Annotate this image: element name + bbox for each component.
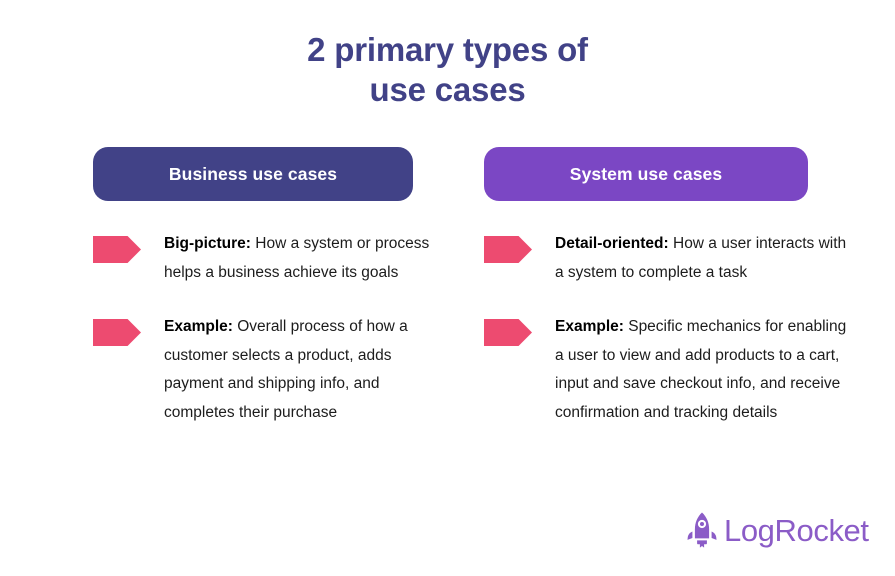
list-item-text: Example: Specific mechanics for enabling… <box>555 313 849 427</box>
header-pill-business-use-cases: Business use cases <box>93 147 413 201</box>
list-item: Example: Overall process of how a custom… <box>93 313 433 427</box>
list-item-body: Specific mechanics for enabling a user t… <box>555 318 847 421</box>
list-item: Big-picture: How a system or process hel… <box>93 230 433 287</box>
page-title-line-1: 2 primary types of <box>307 31 588 68</box>
list-item-text: Example: Overall process of how a custom… <box>164 313 433 427</box>
arrow-marker-icon <box>484 319 532 346</box>
list-item-body: How a user interacts with a system to co… <box>555 235 847 281</box>
header-pill-system-label: System use cases <box>569 163 723 184</box>
logrocket-wordmark: LogRocket <box>724 512 869 548</box>
list-item-text: Big-picture: How a system or process hel… <box>164 230 433 287</box>
list-item-lead: Detail-oriented: <box>555 235 669 252</box>
list-item: Example: Specific mechanics for enabling… <box>484 313 849 427</box>
list-item-lead: Big-picture: <box>164 235 251 252</box>
rocket-icon <box>687 512 717 548</box>
list-item-body: How a system or process helps a business… <box>164 235 430 281</box>
list-item-text: Detail-oriented: How a user interacts wi… <box>555 230 849 287</box>
list-item: Detail-oriented: How a user interacts wi… <box>484 230 849 287</box>
column-business-use-cases: Big-picture: How a system or process hel… <box>93 230 433 453</box>
list-item-body: Overall process of how a customer select… <box>164 318 408 421</box>
list-item-lead: Example: <box>555 318 624 335</box>
arrow-marker-icon <box>93 236 141 263</box>
header-pill-business-label: Business use cases <box>168 163 338 184</box>
header-pill-system-use-cases: System use cases <box>484 147 808 201</box>
column-system-use-cases: Detail-oriented: How a user interacts wi… <box>484 230 849 453</box>
arrow-marker-icon <box>93 319 141 346</box>
arrow-marker-icon <box>484 236 532 263</box>
page-title: 2 primary types of use cases <box>0 30 895 110</box>
list-item-lead: Example: <box>164 318 233 335</box>
logrocket-logo: LogRocket <box>686 508 869 552</box>
page-title-line-2: use cases <box>369 71 526 108</box>
